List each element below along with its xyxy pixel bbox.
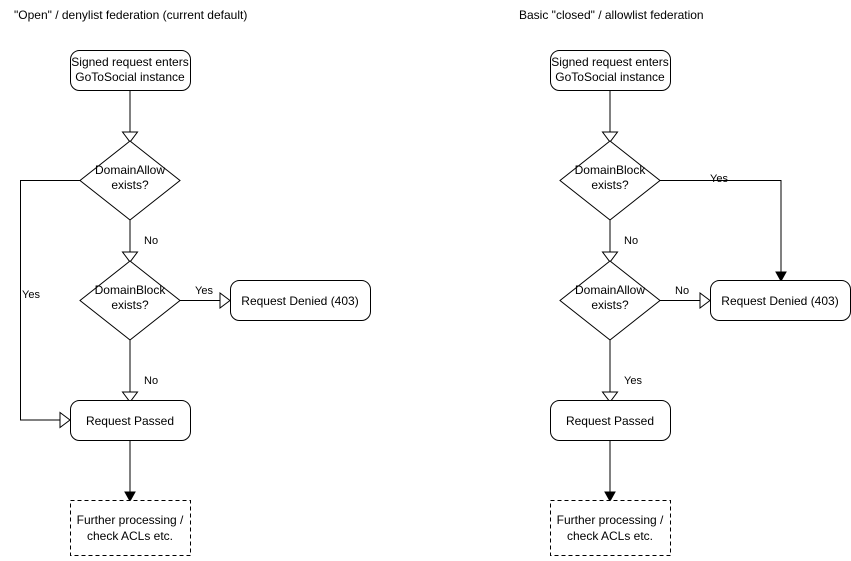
right-entry-node: Signed request enters GoToSocial instanc… bbox=[550, 50, 671, 91]
right-further-processing-label-line1: Further processing / bbox=[557, 513, 664, 527]
left-further-processing-label-line2: check ACLs etc. bbox=[87, 529, 173, 543]
right-request-passed-node: Request Passed bbox=[550, 400, 671, 441]
left-edge-block-no-to-passed: No bbox=[121, 340, 158, 403]
left-edge-block-yes-to-denied: Yes bbox=[180, 285, 231, 309]
arrowhead-open-icon bbox=[121, 251, 139, 263]
right-column-title: Basic "closed" / allowlist federation bbox=[519, 8, 704, 22]
right-domainallow-label-line1: DomainAllow bbox=[575, 283, 645, 297]
left-domainblock-label-line2: exists? bbox=[111, 298, 149, 312]
left-domainblock-label-line1: DomainBlock bbox=[95, 283, 167, 297]
left-decision-domainblock: DomainBlock exists? bbox=[79, 260, 181, 341]
left-allow-no-label: No bbox=[144, 235, 158, 247]
right-decision-domainblock: DomainBlock exists? bbox=[559, 140, 661, 221]
right-entry-label-line2: GoToSocial instance bbox=[555, 70, 665, 84]
left-allow-yes-label: Yes bbox=[22, 289, 40, 301]
left-further-processing-label-line1: Further processing / bbox=[77, 513, 184, 527]
left-column-title: "Open" / denylist federation (current de… bbox=[14, 8, 247, 22]
left-edge-passed-to-further bbox=[124, 440, 136, 503]
left-further-processing-node: Further processing / check ACLs etc. bbox=[70, 500, 191, 556]
right-domainallow-label-line2: exists? bbox=[591, 298, 629, 312]
left-block-no-label: No bbox=[144, 375, 158, 387]
arrowhead-open-icon bbox=[219, 292, 231, 309]
arrowhead-open-icon bbox=[699, 292, 711, 309]
left-edge-entry-to-allow bbox=[121, 90, 139, 143]
left-decision-domainallow: DomainAllow exists? bbox=[79, 140, 181, 221]
right-domainblock-label-line2: exists? bbox=[591, 178, 629, 192]
arrowhead-open-icon bbox=[601, 131, 619, 143]
left-entry-label-line2: GoToSocial instance bbox=[75, 70, 185, 84]
right-edge-block-no-to-allow: No bbox=[601, 220, 638, 263]
right-entry-label-line1: Signed request enters bbox=[551, 55, 668, 69]
right-domainblock-label-line1: DomainBlock bbox=[575, 163, 647, 177]
right-block-yes-label: Yes bbox=[710, 173, 728, 185]
left-edge-allow-yes-to-passed: Yes bbox=[20, 180, 80, 429]
right-edge-entry-to-block bbox=[601, 90, 619, 143]
arrowhead-open-icon bbox=[121, 391, 139, 403]
right-decision-domainallow: DomainAllow exists? bbox=[559, 260, 661, 341]
arrowhead-solid-icon bbox=[604, 491, 616, 503]
left-request-passed-label: Request Passed bbox=[86, 414, 174, 428]
right-request-denied-label: Request Denied (403) bbox=[721, 294, 838, 308]
right-edge-passed-to-further bbox=[604, 440, 616, 503]
arrowhead-open-icon bbox=[59, 411, 71, 429]
right-block-no-label: No bbox=[624, 235, 638, 247]
left-request-denied-label: Request Denied (403) bbox=[241, 294, 358, 308]
right-edge-allow-yes-to-passed: Yes bbox=[601, 340, 642, 403]
right-edge-block-yes-to-denied: Yes bbox=[660, 173, 787, 283]
left-entry-label-line1: Signed request enters bbox=[71, 55, 188, 69]
arrowhead-solid-icon bbox=[124, 491, 136, 503]
right-edge-allow-no-to-denied: No bbox=[660, 285, 711, 309]
arrowhead-open-icon bbox=[121, 131, 139, 143]
right-request-denied-node: Request Denied (403) bbox=[710, 280, 851, 321]
left-entry-node: Signed request enters GoToSocial instanc… bbox=[70, 50, 191, 91]
left-request-passed-node: Request Passed bbox=[70, 400, 191, 441]
arrowhead-open-icon bbox=[601, 391, 619, 403]
arrowhead-open-icon bbox=[601, 251, 619, 263]
right-request-passed-label: Request Passed bbox=[566, 414, 654, 428]
left-domainallow-label-line1: DomainAllow bbox=[95, 163, 165, 177]
right-allow-yes-label: Yes bbox=[624, 375, 642, 387]
left-edge-allow-no-to-block: No bbox=[121, 220, 158, 263]
right-further-processing-node: Further processing / check ACLs etc. bbox=[550, 500, 671, 556]
right-further-processing-box bbox=[550, 500, 671, 556]
left-request-denied-node: Request Denied (403) bbox=[230, 280, 371, 321]
left-block-yes-label: Yes bbox=[195, 285, 213, 297]
right-further-processing-label-line2: check ACLs etc. bbox=[567, 529, 653, 543]
left-request-denied-box bbox=[230, 280, 371, 321]
right-allow-no-label: No bbox=[675, 285, 689, 297]
arrowhead-solid-icon bbox=[775, 271, 787, 283]
left-domainallow-label-line2: exists? bbox=[111, 178, 149, 192]
left-further-processing-box bbox=[70, 500, 191, 556]
